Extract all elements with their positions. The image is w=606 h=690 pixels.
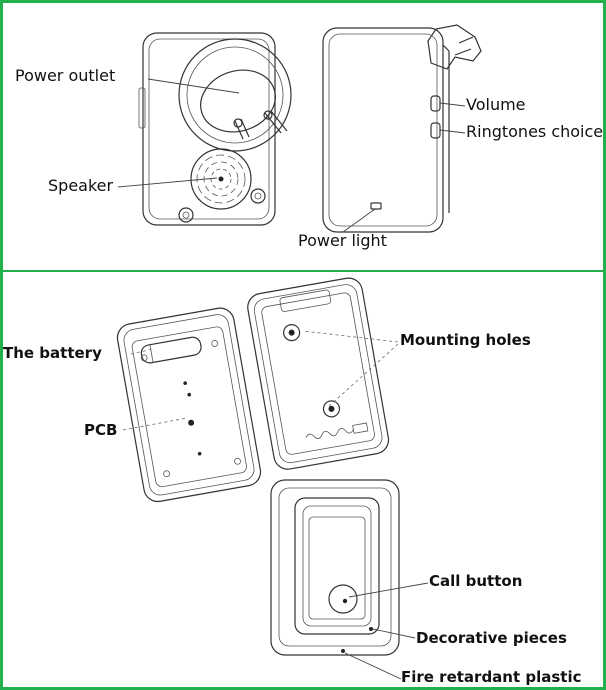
label-decorative-pieces: Decorative pieces xyxy=(416,629,567,647)
receiver-back-drawing xyxy=(138,32,292,226)
receiver-front-drawing xyxy=(322,24,482,233)
label-volume: Volume xyxy=(466,95,526,114)
label-speaker: Speaker xyxy=(48,176,114,195)
doorbell-illustration xyxy=(116,24,482,680)
label-power-light: Power light xyxy=(298,231,387,250)
label-mounting-holes: Mounting holes xyxy=(400,331,531,349)
transmitter-drawing xyxy=(270,479,400,656)
label-call-button: Call button xyxy=(429,572,523,590)
mounting-base-drawing xyxy=(247,277,390,470)
label-the-battery: The battery xyxy=(3,344,102,362)
label-power-outlet: Power outlet xyxy=(15,66,116,85)
leader-lines xyxy=(117,78,466,680)
section-divider xyxy=(3,270,603,272)
label-pcb: PCB xyxy=(84,421,118,439)
pcb-drawing xyxy=(116,307,262,503)
label-fire-retardant-plastic: Fire retardant plastic xyxy=(401,668,582,686)
label-ringtones-choice: Ringtones choice xyxy=(466,122,604,141)
